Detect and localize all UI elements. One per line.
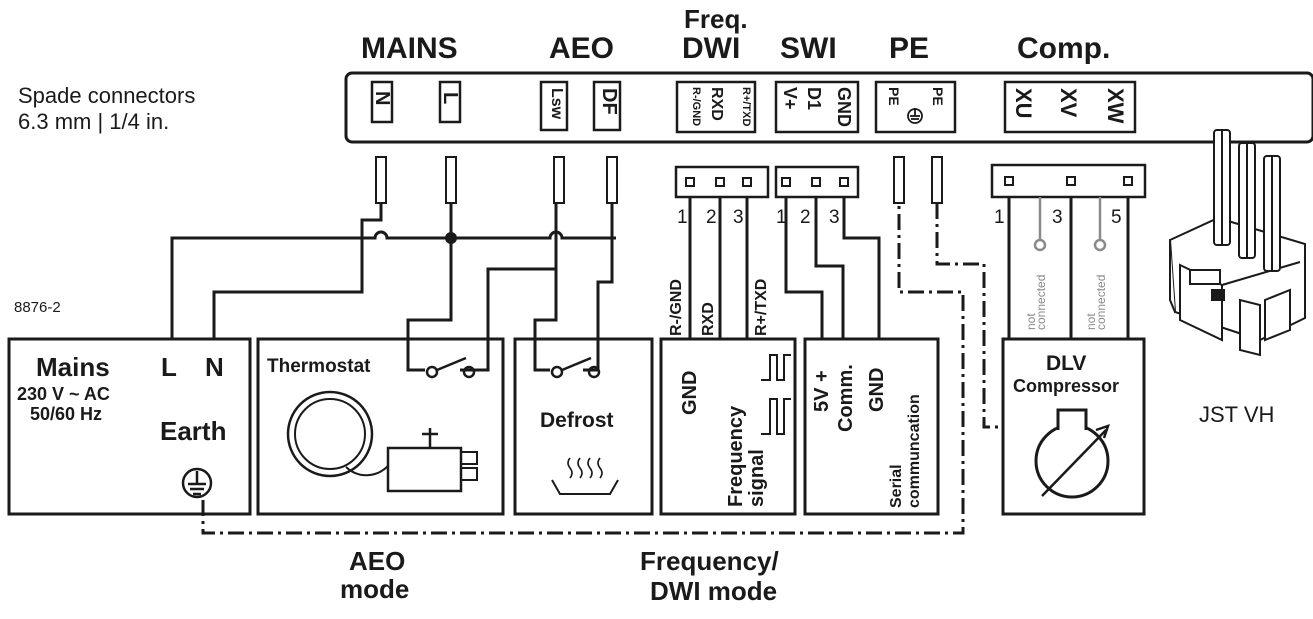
header-comp <box>990 163 1147 199</box>
terminal-label-rtxd: R+/TXD <box>740 87 752 127</box>
pin-swi-3: 3 <box>829 207 840 228</box>
aeo-mode-line1: AEO <box>349 546 406 576</box>
header-comp: Comp. <box>1017 32 1111 65</box>
mains-title: Mains <box>36 352 110 382</box>
pin-dwi-3: 3 <box>733 207 744 228</box>
freq-label-line1: Frequency <box>725 405 747 507</box>
pin-comp-5: 5 <box>1111 207 1122 228</box>
mains-frequency: 50/60 Hz <box>30 404 103 424</box>
box-serial <box>803 337 940 516</box>
serial-gnd-label: GND <box>866 367 888 412</box>
terminal-df <box>592 80 622 132</box>
terminal-label-pe2: PE <box>930 87 946 106</box>
jst-connector-illustration <box>1168 129 1306 357</box>
serial-label-line2: communcation <box>906 394 923 508</box>
serial-comm-label: Comm. <box>835 364 857 432</box>
box-dlv <box>1001 337 1146 516</box>
terminal-label-l: L <box>439 92 461 105</box>
not-connected-label-2b: connected <box>1094 274 1108 330</box>
terminal-label-lsw: Lsw <box>548 88 565 120</box>
freq-gnd-label: GND <box>679 370 701 415</box>
jst-label: JST VH <box>1199 402 1275 427</box>
terminal-group-comp <box>1003 80 1137 134</box>
connector-block <box>344 71 1313 144</box>
header-dwi: DWI <box>682 32 741 65</box>
not-connected-label-1b: connected <box>1034 274 1048 330</box>
box-mains <box>7 337 252 516</box>
terminal-label-n: N <box>371 91 393 106</box>
terminal-label-vplus: V+ <box>780 87 800 110</box>
pin-dwi-1: 1 <box>677 207 688 228</box>
terminal-label-xu: XU <box>1011 88 1036 119</box>
spade-size-label: 6.3 mm | 1/4 in. <box>18 109 170 134</box>
wire-label-rtxd: R+/TXD <box>753 278 770 336</box>
header-swi: SWI <box>780 32 837 65</box>
terminal-group-dwi <box>675 80 757 134</box>
freq-label-line2: signal <box>746 449 768 507</box>
earth-icon <box>181 467 213 499</box>
terminal-lsw <box>539 80 569 132</box>
serial-label-line1: Serial <box>888 464 905 508</box>
pin-dwi-2: 2 <box>706 207 717 228</box>
dlv-subtitle: Compressor <box>1013 376 1120 396</box>
wire-label-rxd: RXD <box>700 302 717 336</box>
header-pe: PE <box>889 32 930 65</box>
header-mains: MAINS <box>361 32 458 65</box>
thermostat-title: Thermostat <box>267 356 371 377</box>
spade-connectors-label: Spade connectors <box>18 83 196 108</box>
box-frequency <box>659 337 797 516</box>
terminal-label-pe1: PE <box>886 87 902 106</box>
pin-swi-1: 1 <box>776 207 787 228</box>
aeo-mode-line2: mode <box>340 574 410 604</box>
header-aeo: AEO <box>549 32 615 65</box>
diagram-id: 8876-2 <box>14 299 61 316</box>
header-freq: Freq. <box>684 4 748 34</box>
mains-l: L <box>161 352 177 382</box>
terminal-label-rgnd: R-/GND <box>690 87 702 127</box>
terminal-n <box>370 80 394 124</box>
header-dwi <box>674 165 770 199</box>
box-defrost <box>513 337 654 516</box>
serial-5v-label: 5V + <box>811 370 833 412</box>
dlv-title: DLV <box>1046 352 1087 375</box>
pin-comp-3: 3 <box>1052 207 1063 228</box>
terminal-group-swi <box>774 80 860 134</box>
pin-swi-2: 2 <box>800 207 811 228</box>
freq-mode-line2: DWI mode <box>650 576 778 606</box>
freq-mode-line1: Frequency/ <box>640 546 779 576</box>
box-thermostat <box>256 337 505 516</box>
terminal-label-rxd: RXD <box>708 87 725 121</box>
header-swi <box>774 165 860 199</box>
mains-n: N <box>205 352 224 382</box>
wire-label-rgnd: R-/GND <box>668 279 685 336</box>
terminal-l <box>438 80 462 124</box>
terminal-label-gnd: GND <box>834 87 854 127</box>
terminal-label-d1: D1 <box>804 87 824 111</box>
terminal-group-pe <box>874 80 957 134</box>
defrost-title: Defrost <box>540 409 614 432</box>
mains-voltage: 230 V ~ AC <box>17 384 110 404</box>
terminal-label-xv: XV <box>1056 88 1081 118</box>
pin-comp-1: 1 <box>994 207 1005 228</box>
terminal-label-df: DF <box>598 88 620 115</box>
mains-earth: Earth <box>160 416 227 446</box>
terminal-label-xw: XW <box>1103 88 1128 124</box>
